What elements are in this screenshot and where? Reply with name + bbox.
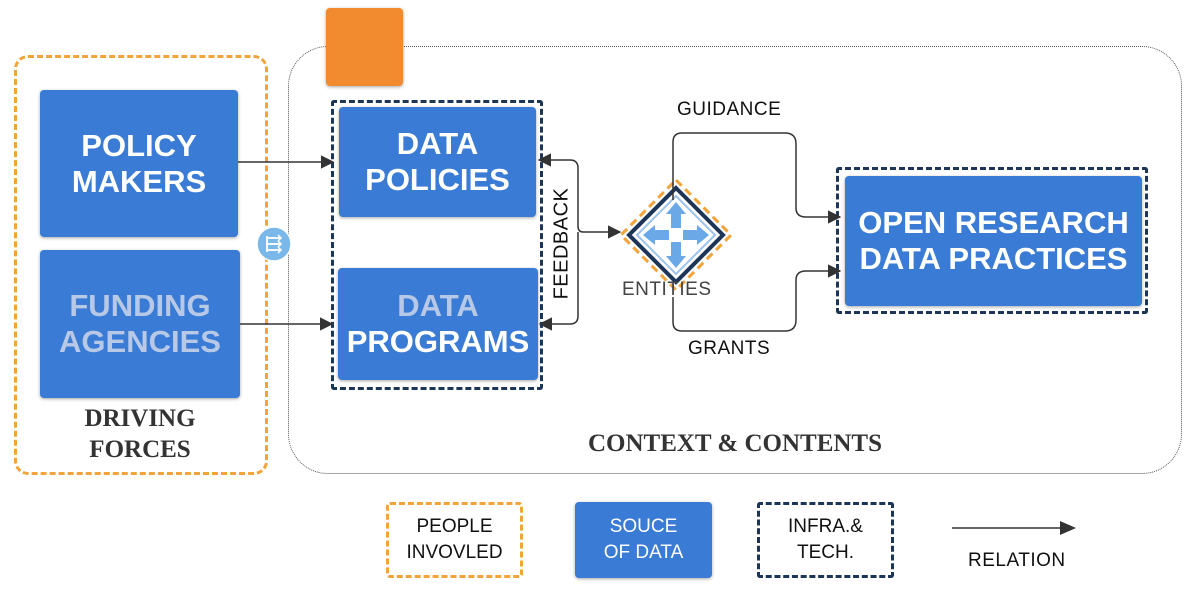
router-icon (255, 225, 293, 263)
infra-group (331, 100, 543, 390)
context-contents-label: CONTEXT & CONTENTS (587, 430, 883, 457)
data-policies-box: DATA POLICIES (339, 107, 536, 217)
open-research-label: OPEN RESEARCH DATA PRACTICES (858, 205, 1129, 276)
legend-infra-label: INFRA.& TECH. (788, 516, 863, 563)
entities-diamond-icon (613, 172, 739, 298)
driving-forces-group (14, 55, 268, 475)
legend-people-involved: PEOPLE INVOVLED (386, 502, 523, 578)
data-programs-line-1: DATA (397, 288, 479, 324)
data-programs-line-2: PROGRAMS (346, 324, 530, 359)
context-contents-group (288, 46, 1182, 474)
funding-agencies-box: FUNDING AGENCIES (40, 250, 240, 398)
arrow-grants (672, 264, 842, 332)
legend-infra-tech: INFRA.& TECH. (757, 502, 894, 578)
legend-source-of-data: SOUCE OF DATA (575, 502, 712, 578)
open-research-group (836, 167, 1148, 314)
policy-makers-label: POLICY MAKERS (71, 127, 207, 199)
guidance-label: GUIDANCE (677, 99, 782, 120)
grants-label: GRANTS (688, 338, 771, 359)
legend-relation-arrow (952, 521, 1076, 535)
funding-agencies-label: FUNDING AGENCIES (59, 288, 221, 359)
legend-relation-label: RELATION (968, 550, 1066, 571)
entities-label: ENTITIES (622, 279, 712, 300)
arrow-feedback-programs (538, 232, 579, 331)
legend-people-label: PEOPLE INVOVLED (406, 516, 503, 563)
driving-forces-label: DRIVING FORCES (84, 405, 196, 464)
data-policies-label: DATA POLICIES (365, 126, 510, 197)
orange-tab (326, 8, 403, 86)
arrow-feedback-policies (537, 153, 622, 239)
policy-makers-box: POLICY MAKERS (40, 90, 238, 237)
legend-source-label: SOUCE OF DATA (603, 516, 684, 563)
arrow-guidance (672, 132, 842, 224)
open-research-box: OPEN RESEARCH DATA PRACTICES (845, 176, 1142, 306)
